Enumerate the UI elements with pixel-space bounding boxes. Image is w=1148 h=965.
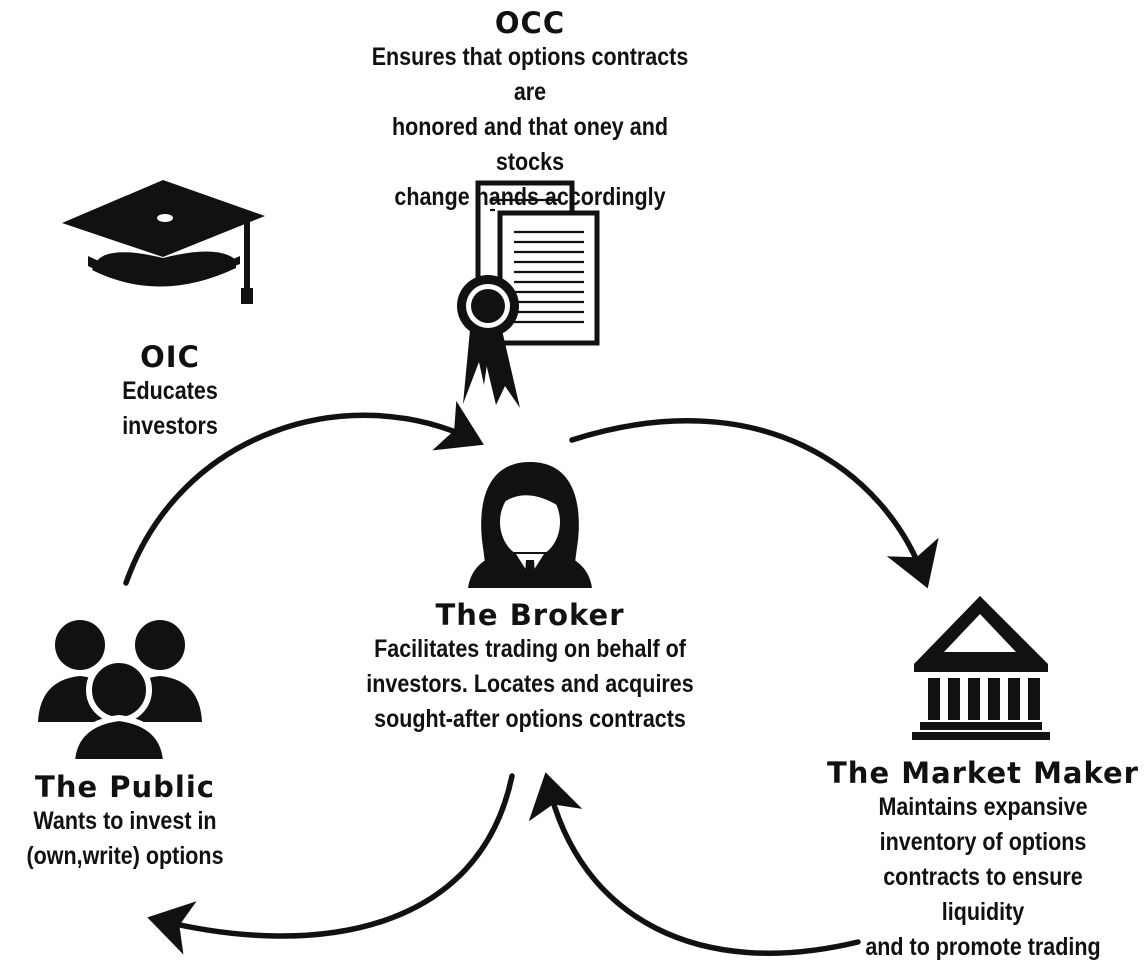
market-maker-description-line: Maintains expansive — [878, 793, 1088, 821]
bank-building-icon — [912, 596, 1050, 740]
market-maker-title: The Market Maker — [827, 756, 1139, 790]
broker-description-line: investors. Locates and acquires — [366, 670, 694, 698]
market-maker-description-line: and to promote trading — [865, 933, 1101, 961]
oic-description: Educates investors — [106, 374, 235, 444]
arrow-market-maker-to-broker — [528, 772, 861, 956]
graduation-cap-icon — [62, 180, 265, 304]
market-maker-description: Maintains expansive inventory of options… — [841, 790, 1125, 965]
market-maker-description-line: contracts to ensure liquidity — [883, 863, 1083, 926]
public-title: The Public — [35, 770, 215, 804]
occ-description-line: honored and that oney and stocks — [392, 113, 668, 176]
occ-description-line: Ensures that options contracts are — [371, 43, 689, 106]
oic-block: OIC Educates investors — [95, 340, 245, 444]
occ-block: OCC Ensures that options contracts are h… — [330, 6, 730, 215]
public-description-line: Wants to invest in — [33, 807, 217, 835]
certificate-icon — [457, 180, 600, 408]
broker-person-icon — [468, 462, 592, 588]
arrow-broker-to-public — [147, 773, 515, 955]
arrow-public-to-broker — [123, 400, 484, 586]
market-maker-description-line: inventory of options — [879, 828, 1087, 856]
public-block: The Public Wants to invest in (own,write… — [0, 770, 250, 874]
occ-description: Ensures that options contracts are honor… — [358, 40, 702, 215]
public-description: Wants to invest in (own,write) options — [18, 804, 233, 874]
occ-title: OCC — [494, 6, 566, 40]
arrow-broker-to-market-maker — [569, 418, 939, 589]
broker-title: The Broker — [435, 598, 625, 632]
oic-description-line: Educates — [122, 377, 218, 405]
occ-description-line: change hands accordingly — [394, 183, 666, 211]
broker-description-line: sought-after options contracts — [374, 705, 686, 733]
group-icon — [38, 620, 202, 765]
oic-description-line: investors — [122, 412, 218, 440]
public-description-line: (own,write) options — [26, 842, 224, 870]
market-maker-block: The Market Maker Maintains expansive inv… — [818, 756, 1148, 965]
broker-block: The Broker Facilitates trading on behalf… — [330, 598, 730, 737]
oic-title: OIC — [140, 340, 200, 374]
broker-description-line: Facilitates trading on behalf of — [374, 635, 686, 663]
broker-description: Facilitates trading on behalf of investo… — [358, 632, 702, 737]
